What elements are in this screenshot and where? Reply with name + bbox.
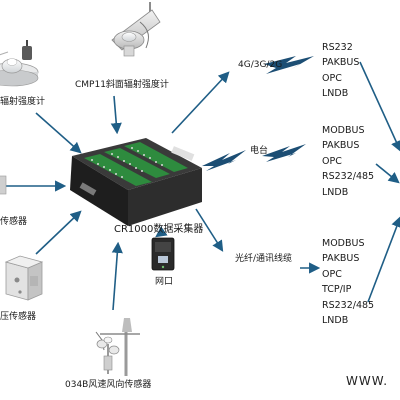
protocol-item: RS232/485 [322, 299, 375, 311]
protocol-to-edge-arrows [359, 61, 400, 303]
protocol-item: LNDB [322, 186, 349, 198]
lightning-bolt-icon [202, 150, 246, 171]
ethernet-module-image [151, 237, 175, 271]
pressure-sensor-image [4, 255, 44, 301]
ethernet-label: 网口 [155, 277, 174, 287]
protocol-item: LNDB [322, 314, 349, 326]
arrow-press-to-hub [35, 210, 82, 255]
wind-sensor-label: 034B风速风向传感器 [65, 380, 152, 390]
channel-arrows [155, 71, 230, 252]
protocol-item: PAKBUS [322, 57, 360, 69]
arrow-hub-to-cell [171, 71, 230, 134]
channel-label-fiber: 光纤/通讯线缆 [235, 254, 293, 264]
arrow-hub-to-fiber [195, 208, 224, 252]
left-sensor-label: 传感器 [0, 217, 28, 227]
protocol-list-cell: RS232 PAKBUS OPC LNDB [322, 40, 359, 102]
footer-url: WWW. [346, 374, 389, 388]
arrow-wind-to-hub [111, 241, 123, 311]
hub-label: CR1000数据采集器 [114, 224, 204, 235]
sensor-arrows [0, 95, 123, 311]
protocol-item: RS232 [322, 42, 353, 53]
lightning-bolt-icon [264, 56, 314, 74]
protocol-item: MODBUS [322, 125, 365, 136]
protocol-item: OPC [322, 155, 342, 167]
cmp11-label: CMP11斜面辐射强度计 [75, 80, 169, 90]
channel-label-radio: 电台 [250, 146, 269, 156]
arrow-cmp11-to-hub [110, 95, 122, 135]
left-sensor-image [0, 175, 7, 195]
protocol-list-radio: MODBUS PAKBUS OPC RS232/485 LNDB [322, 123, 374, 200]
protocol-item: PAKBUS [322, 140, 360, 152]
cmp11-pyranometer-image [111, 2, 161, 57]
arrow-hub-to-ethernet [155, 226, 168, 238]
wind-sensor-image [95, 318, 140, 376]
channel-label-cell: 4G/3G/2G [238, 60, 283, 70]
protocol-item: OPC [322, 72, 342, 84]
protocol-item: OPC [322, 268, 342, 280]
protocol-item: PAKBUS [322, 253, 360, 265]
protocol-item: LNDB [322, 88, 349, 100]
radiation-meter-image [0, 40, 39, 87]
lightning-bolt-icon [262, 144, 306, 162]
arrow-rad-to-hub [35, 112, 82, 154]
protocol-list-fiber: MODBUS PAKBUS OPC TCP/IP RS232/485 LNDB [322, 236, 374, 328]
protocol-item: MODBUS [322, 238, 365, 249]
cr1000-datalogger-image [70, 138, 202, 226]
radiation-meter-label: 辐射强度计 [0, 97, 46, 107]
protocol-item: RS232/485 [322, 171, 375, 183]
pressure-sensor-label: 压传感器 [0, 312, 37, 322]
protocol-item: TCP/IP [322, 284, 352, 296]
